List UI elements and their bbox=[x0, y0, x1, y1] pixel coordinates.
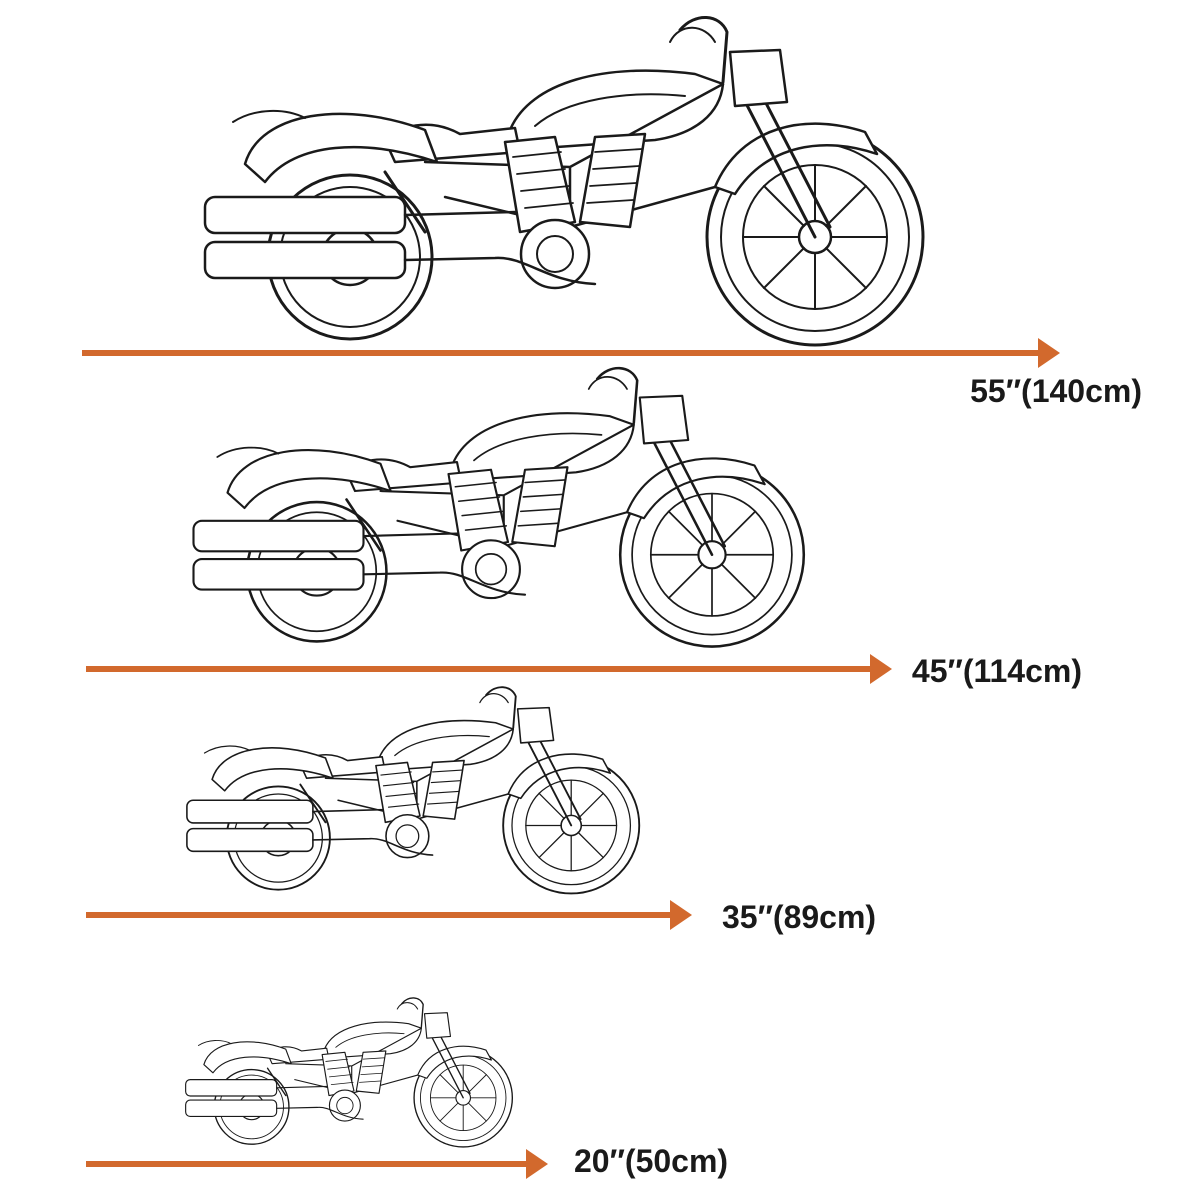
size-label-55-inch: 55″(140cm) bbox=[970, 373, 1142, 409]
length-arrow-head bbox=[526, 1149, 548, 1179]
bike-row-45-inch: 45″(114cm) bbox=[86, 366, 1082, 689]
length-arrow-head bbox=[670, 900, 692, 930]
bike-row-35-inch: 35″(89cm) bbox=[86, 686, 876, 935]
size-label-45-inch: 45″(114cm) bbox=[912, 653, 1082, 689]
bike-row-20-inch: 20″(50cm) bbox=[86, 997, 728, 1179]
length-arrow-head bbox=[870, 654, 892, 684]
motorcycle-icon bbox=[192, 366, 806, 648]
size-label-20-inch: 20″(50cm) bbox=[574, 1143, 728, 1179]
motorcycle-icon bbox=[184, 997, 514, 1148]
length-arrow-head bbox=[1038, 338, 1060, 368]
size-label-35-inch: 35″(89cm) bbox=[722, 899, 876, 935]
bike-row-55-inch: 55″(140cm) bbox=[82, 15, 1142, 409]
motorcycle-icon bbox=[185, 686, 641, 895]
motorcycle-icon bbox=[203, 15, 925, 347]
